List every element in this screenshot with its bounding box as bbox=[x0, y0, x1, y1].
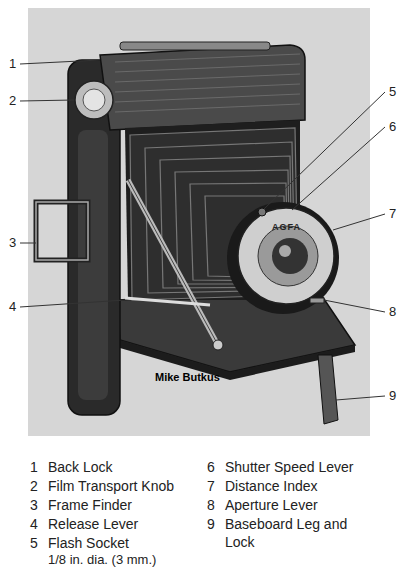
callout-number: 9 bbox=[389, 388, 396, 404]
callout-number: 1 bbox=[9, 56, 16, 72]
release-lever bbox=[125, 298, 210, 305]
transport-knob bbox=[75, 81, 113, 119]
part-name: Release Lever bbox=[48, 515, 138, 533]
top-cover bbox=[100, 45, 305, 130]
aperture-lever bbox=[310, 298, 324, 303]
callout-number: 5 bbox=[389, 84, 396, 100]
cover-grain bbox=[115, 54, 300, 112]
dimension-note: 1/8 in. dia. (3 mm.) bbox=[48, 552, 156, 568]
part-name: Shutter Speed Lever bbox=[225, 458, 353, 476]
list-number: 9 bbox=[207, 515, 215, 533]
callout-number: 8 bbox=[389, 304, 396, 320]
callout-number: 4 bbox=[9, 299, 16, 315]
list-number: 5 bbox=[30, 534, 38, 552]
lens-highlight bbox=[279, 245, 291, 257]
list-number: 8 bbox=[207, 496, 215, 514]
part-name: Aperture Lever bbox=[225, 496, 318, 514]
strut-pivot bbox=[213, 340, 223, 350]
photo-ground bbox=[28, 8, 370, 436]
strut-edge bbox=[128, 180, 218, 345]
part-name: Flash Socket bbox=[48, 534, 129, 552]
list-number: 2 bbox=[30, 477, 38, 495]
callout-number: 3 bbox=[9, 235, 16, 251]
lens-ring bbox=[258, 226, 318, 286]
lens-glass bbox=[272, 238, 308, 274]
list-number: 4 bbox=[30, 515, 38, 533]
body-leather bbox=[78, 130, 108, 400]
knob-center bbox=[83, 89, 105, 111]
list-number: 1 bbox=[30, 458, 38, 476]
strut bbox=[128, 180, 218, 345]
lens-brand: AGFA bbox=[272, 222, 301, 233]
shutter-ring bbox=[238, 208, 334, 304]
list-number: 3 bbox=[30, 496, 38, 514]
part-name: Baseboard Leg and Lock bbox=[225, 515, 360, 551]
part-name: Distance Index bbox=[225, 477, 318, 495]
lens-standard bbox=[227, 202, 339, 314]
callout-number: 2 bbox=[9, 93, 16, 109]
part-name: Back Lock bbox=[48, 458, 113, 476]
callout-number: 6 bbox=[389, 119, 396, 135]
frame-finder-edge bbox=[36, 202, 88, 260]
list-number: 6 bbox=[207, 458, 215, 476]
part-name: Frame Finder bbox=[48, 496, 132, 514]
frame-finder bbox=[36, 202, 88, 260]
list-number: 7 bbox=[207, 477, 215, 495]
back-lock-bar bbox=[120, 42, 270, 50]
baseboard-leg bbox=[318, 355, 338, 424]
flash-socket bbox=[258, 208, 266, 216]
part-name: Film Transport Knob bbox=[48, 477, 174, 495]
callout-number: 7 bbox=[389, 206, 396, 222]
leader-lines bbox=[20, 60, 385, 400]
watermark: Mike Butkus bbox=[155, 370, 220, 384]
